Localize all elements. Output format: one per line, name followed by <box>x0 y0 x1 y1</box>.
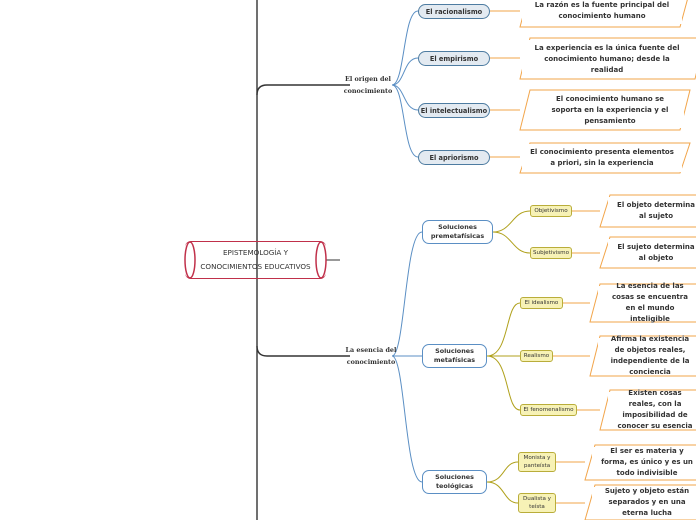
box-metafisicas[interactable]: Soluciones metafísicas <box>422 344 487 368</box>
connector-racionalismo <box>391 10 419 86</box>
connector-objetivismo <box>492 210 531 233</box>
node-objetivismo[interactable]: Objetivismo <box>530 205 572 217</box>
connector-empirismo <box>391 57 419 86</box>
connector-monista <box>486 461 519 483</box>
leaf-realismo-text: Afirma la existencia de objetos reales, … <box>610 335 690 376</box>
pill-racionalismo[interactable]: El racionalismo <box>418 4 490 19</box>
branch-origen[interactable]: El origen del conocimiento <box>341 72 395 98</box>
leaf-racionalismo[interactable]: La razón es la fuente principal del cono… <box>522 0 682 24</box>
leaf-apriorismo-text: El conocimiento presenta elementos a pri… <box>530 148 674 167</box>
node-dualista-label: Dualista y teísta <box>522 496 551 510</box>
leaf-idealismo[interactable]: La esencia de las cosas se encuentra en … <box>598 282 696 323</box>
pill-apriorismo-label: El apriorismo <box>429 153 479 162</box>
branch-esencia-label: La esencia del conocimiento <box>345 346 397 366</box>
node-idealismo-label: El idealismo <box>524 300 559 306</box>
connector-dualista <box>486 481 519 504</box>
node-objetivismo-label: Objetivismo <box>534 208 568 214</box>
connector-fenomenalismo <box>486 355 521 411</box>
pill-intelectualismo-label: El intelectualismo <box>420 106 488 115</box>
node-monista[interactable]: Monista y panteísta <box>518 452 556 472</box>
leaf-monista-text: El ser es materia y forma, es único y es… <box>601 447 693 477</box>
node-idealismo[interactable]: El idealismo <box>520 297 563 309</box>
branch-line-esencia <box>256 345 350 357</box>
leaf-dualista-text: Sujeto y objeto están separados y en una… <box>604 487 690 517</box>
connector-intelectualismo <box>391 84 419 111</box>
box-teologicas[interactable]: Soluciones teológicas <box>422 470 487 494</box>
leaf-dualista[interactable]: Sujeto y objeto están separados y en una… <box>592 487 696 518</box>
pill-empirismo[interactable]: El empirismo <box>418 51 490 66</box>
connector-teologicas <box>391 355 423 483</box>
leaf-subjetivismo-text: El sujeto determina al objeto <box>617 243 695 262</box>
node-monista-label: Monista y panteísta <box>523 455 551 469</box>
node-realismo-label: Realismo <box>523 353 550 359</box>
box-premetafisicas[interactable]: Soluciones premetafísicas <box>422 220 493 244</box>
connector-premetafisicas <box>391 231 423 357</box>
box-metafisicas-label: Soluciones metafísicas <box>433 346 476 365</box>
leaf-apriorismo[interactable]: El conocimiento presenta elementos a pri… <box>522 144 682 172</box>
leaf-subjetivismo[interactable]: El sujeto determina al objeto <box>608 239 696 267</box>
root-label: EPISTEMOLOGÍA Y CONOCIMIENTOS EDUCATIVOS <box>200 248 311 271</box>
node-subjetivismo[interactable]: Subjetivismo <box>530 247 572 259</box>
connector-subjetivismo <box>492 231 531 254</box>
leaf-racionalismo-text: La razón es la fuente principal del cono… <box>534 1 670 20</box>
connector-idealismo <box>486 302 521 357</box>
leaf-empirismo[interactable]: La experiencia es la única fuente del co… <box>522 40 692 78</box>
leaf-intelectualismo-text: El conocimiento humano se soporta en la … <box>551 94 669 125</box>
pill-empirismo-label: El empirismo <box>429 54 479 63</box>
node-fenomenalismo-label: El fenomenalismo <box>523 407 574 413</box>
connector-apriorismo <box>391 84 419 158</box>
box-teologicas-label: Soluciones teológicas <box>435 472 474 491</box>
root-node[interactable]: EPISTEMOLOGÍA Y CONOCIMIENTOS EDUCATIVOS <box>185 241 326 279</box>
leaf-fenomenalismo[interactable]: Existen cosas reales, con la imposibilid… <box>608 389 696 430</box>
node-realismo[interactable]: Realismo <box>520 350 553 362</box>
pill-racionalismo-label: El racionalismo <box>425 7 483 16</box>
leaf-monista[interactable]: El ser es materia y forma, es único y es… <box>592 447 696 478</box>
leaf-objetivismo[interactable]: El objeto determina al sujeto <box>608 197 696 225</box>
pill-apriorismo[interactable]: El apriorismo <box>418 150 490 165</box>
node-dualista[interactable]: Dualista y teísta <box>518 493 556 513</box>
pill-intelectualismo[interactable]: El intelectualismo <box>418 103 490 118</box>
branch-origen-label: El origen del conocimiento <box>343 75 393 95</box>
leaf-objetivismo-text: El objeto determina al sujeto <box>617 201 695 220</box>
node-subjetivismo-label: Subjetivismo <box>532 250 570 256</box>
leaf-empirismo-text: La experiencia es la única fuente del co… <box>534 43 680 74</box>
branch-esencia[interactable]: La esencia del conocimiento <box>341 343 401 369</box>
leaf-intelectualismo[interactable]: El conocimiento humano se soporta en la … <box>536 92 684 128</box>
leaf-realismo[interactable]: Afirma la existencia de objetos reales, … <box>598 335 696 376</box>
branch-line-origen <box>256 84 350 96</box>
leaf-idealismo-text: La esencia de las cosas se encuentra en … <box>612 282 688 323</box>
box-premetafisicas-label: Soluciones premetafísicas <box>430 222 485 241</box>
leaf-fenomenalismo-text: Existen cosas reales, con la imposibilid… <box>617 389 693 430</box>
node-fenomenalismo[interactable]: El fenomenalismo <box>520 404 577 416</box>
